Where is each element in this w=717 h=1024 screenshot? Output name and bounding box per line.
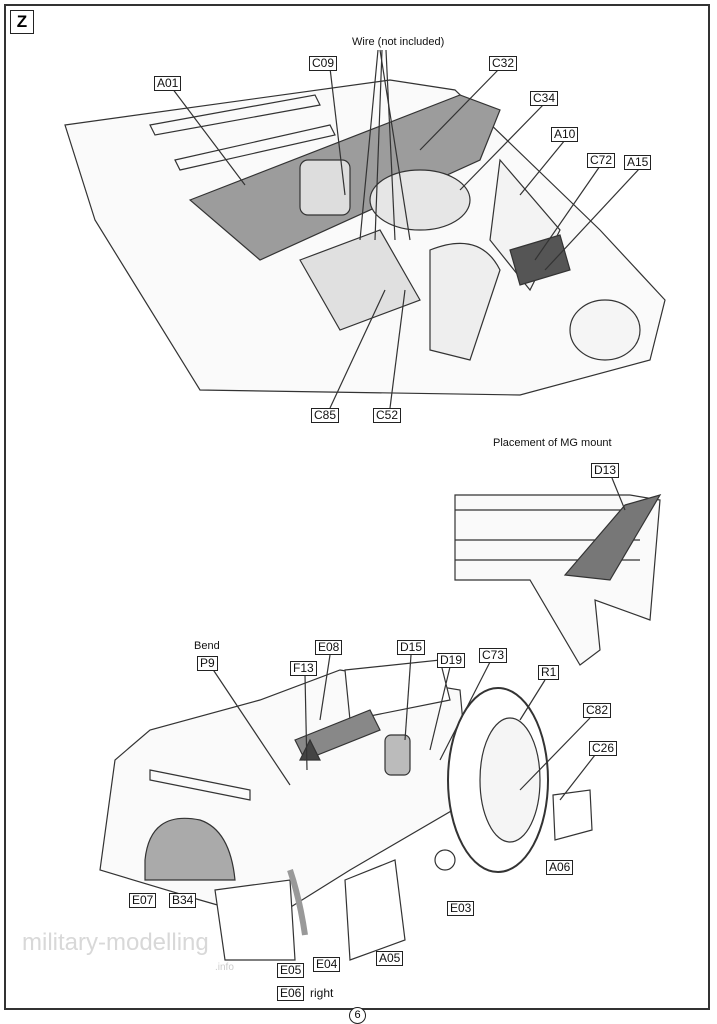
bend-note: Bend: [194, 640, 220, 652]
part-label: C09: [309, 56, 338, 71]
part-label: C32: [489, 56, 518, 71]
part-label: E06: [277, 986, 305, 1001]
part-label: D13: [591, 463, 620, 478]
rear-body-drawing: [99, 654, 596, 961]
part-label: E04: [313, 957, 341, 972]
page-number: 6: [349, 1007, 366, 1024]
step-label: Z: [10, 10, 34, 34]
part-label: A01: [154, 76, 182, 91]
part-label: A15: [624, 155, 652, 170]
part-label: C72: [587, 153, 616, 168]
part-label: R1: [538, 665, 560, 680]
mg-mount-note: Placement of MG mount: [493, 437, 612, 449]
part-label: F13: [290, 661, 317, 676]
wire-note: Wire (not included): [352, 36, 445, 48]
part-label: D15: [397, 640, 426, 655]
part-label: C34: [530, 91, 559, 106]
part-label: E03: [447, 901, 475, 916]
part-label: E07: [129, 893, 157, 908]
part-label: D19: [437, 653, 466, 668]
part-label: E08: [315, 640, 343, 655]
part-label: A10: [551, 127, 579, 142]
part-label: C26: [589, 741, 618, 756]
part-label: B34: [169, 893, 197, 908]
right-note: right: [310, 986, 334, 1000]
part-label: C52: [373, 408, 402, 423]
part-label: C73: [479, 648, 508, 663]
engine-bay-drawing: [64, 49, 666, 409]
part-label: P9: [197, 656, 218, 671]
part-label: A06: [546, 860, 574, 875]
part-label: C82: [583, 703, 612, 718]
watermark-suffix: .info: [215, 962, 234, 973]
watermark-logo: military-modelling: [22, 929, 209, 956]
part-label: C85: [311, 408, 340, 423]
part-label: E05: [277, 963, 305, 978]
mg-mount-drawing: [454, 477, 662, 666]
part-label: A05: [376, 951, 404, 966]
